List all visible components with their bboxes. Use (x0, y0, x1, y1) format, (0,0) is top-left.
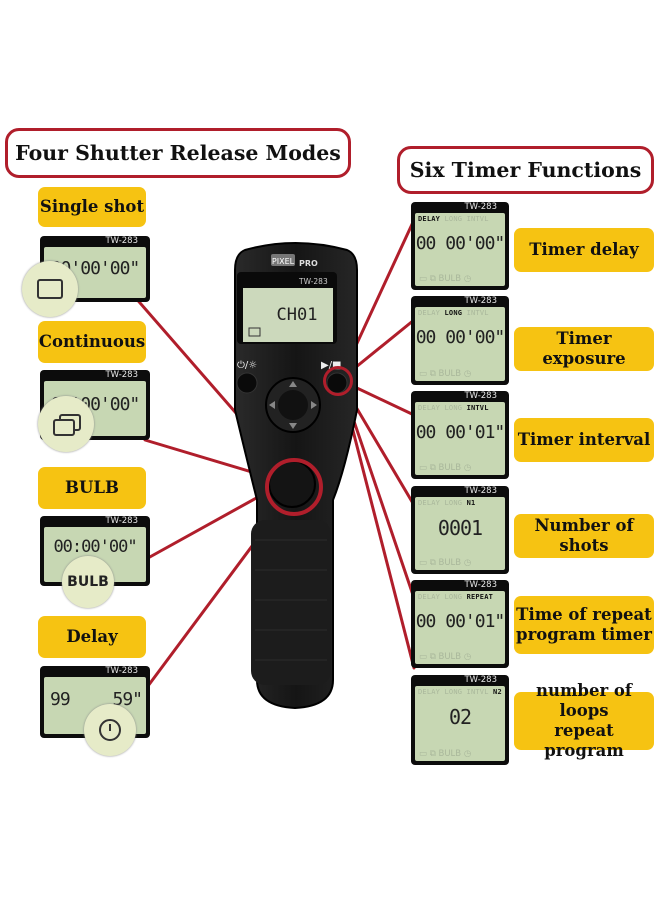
shutter-modes-header: Four Shutter Release Modes (5, 128, 351, 178)
bulb-badge: BULB (62, 556, 114, 608)
lcd-timer-exposure: TW-283 DELAY LONG INTVL 00 00'00" ▭ ⧉ BU… (411, 296, 509, 385)
brand-logo (271, 254, 295, 266)
continuous-icon (38, 396, 94, 452)
svg-text:PIXEL: PIXEL (272, 257, 295, 266)
svg-text:▶/■: ▶/■ (321, 360, 342, 371)
lcd-timer-interval: TW-283 DELAY LONG INTVL 00 00'01" ▭ ⧉ BU… (411, 391, 509, 479)
label-timer-interval: Timer interval (514, 418, 654, 462)
label-continuous: Continuous (38, 321, 146, 363)
label-repeat-timer-line2: program timer (516, 625, 652, 644)
lcd-timer-delay: TW-283 DELAY LONG INTVL 00 00'00" ▭ ⧉ BU… (411, 202, 509, 290)
lcd-number-of-shots: TW-283 DELAY LONG N1 0001 ▭ ⧉ BULB ◷ (411, 486, 509, 574)
self-timer-icon (84, 704, 136, 756)
lcd-repeat-timer: TW-283 DELAY LONG REPEAT 00 00'01" ▭ ⧉ B… (411, 580, 509, 668)
label-repeat-timer-line1: Time of repeat (516, 605, 652, 624)
label-loops-line2: repeat program (544, 721, 624, 760)
dpad-center (278, 390, 308, 420)
lcd-bulb: TW-283 00:00'00" (40, 516, 150, 586)
power-light-button (236, 372, 258, 394)
svg-text:⏻/☼: ⏻/☼ (237, 360, 257, 371)
label-repeat-timer: Time of repeat program timer (514, 596, 654, 654)
svg-text:TW-283: TW-283 (298, 277, 328, 286)
label-number-of-shots: Number of shots (514, 514, 654, 558)
start-stop-highlight (323, 366, 353, 396)
label-loops: number of loops repeat program (514, 681, 654, 760)
label-delay: Delay (38, 616, 146, 658)
shutter-highlight (265, 458, 323, 516)
grip-texture (251, 520, 331, 685)
svg-text:CH01: CH01 (277, 305, 318, 325)
label-bulb: BULB (38, 467, 146, 509)
timer-functions-header: Six Timer Functions (397, 146, 654, 194)
label-single-shot: Single shot (38, 187, 146, 227)
label-timer-delay: Timer delay (514, 228, 654, 272)
svg-text:PRO: PRO (299, 259, 318, 268)
lcd-loops: TW-283 DELAY LONG INTVL N2 02 ▭ ⧉ BULB ◷ (411, 675, 509, 765)
remote-screen (243, 288, 333, 342)
label-loops-line1: number of loops (535, 681, 633, 720)
label-timer-exposure: Timer exposure (514, 327, 654, 371)
single-shot-icon (22, 261, 78, 317)
